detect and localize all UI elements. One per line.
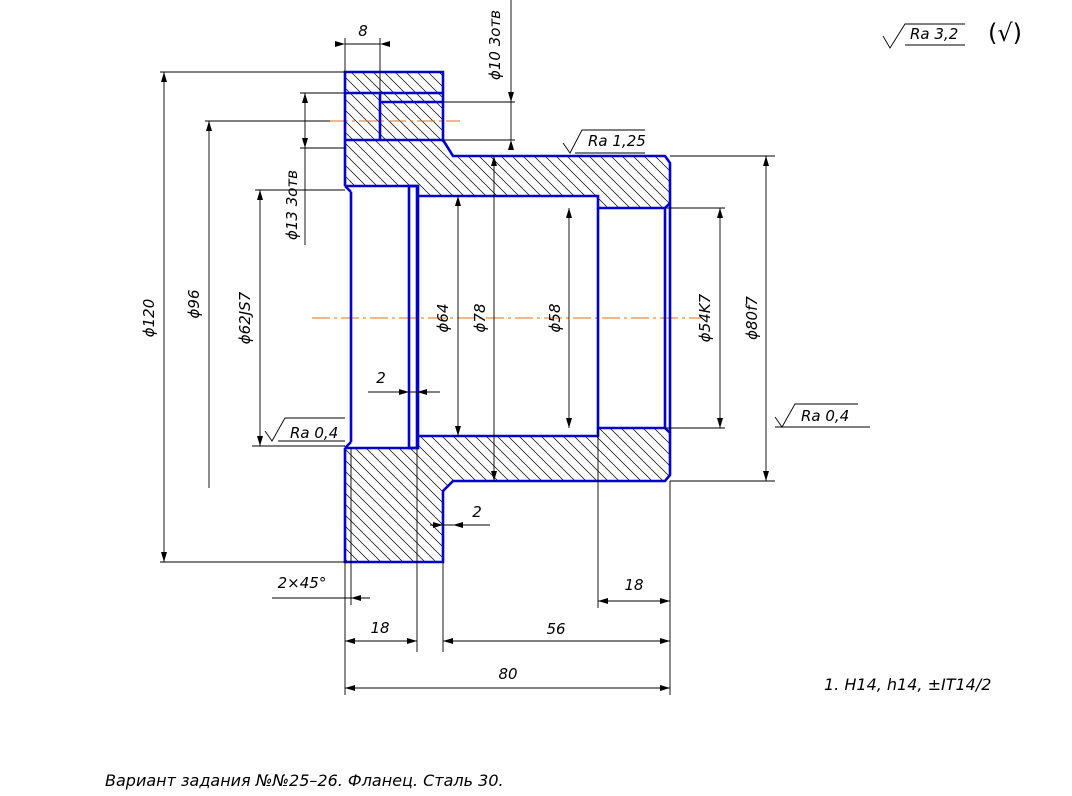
tolerance-note: 1. H14, h14, ±IT14/2 (824, 675, 991, 694)
arrowhead (455, 426, 461, 436)
dim-phi80: ϕ80f7 (743, 296, 761, 340)
ra-general-label: Ra 3,2 (910, 25, 958, 43)
dim-phi78: ϕ78 (471, 304, 489, 333)
arrowhead (717, 208, 723, 218)
dim-chamfer: 2×45° (278, 574, 327, 592)
dim-phi96: ϕ96 (185, 290, 203, 319)
arrowhead (717, 418, 723, 428)
arrowhead (455, 196, 461, 206)
arrowhead (660, 685, 670, 691)
dim-phi58: ϕ58 (546, 304, 564, 333)
arrowhead (345, 685, 355, 691)
arrowhead (660, 638, 670, 644)
dim-groove-2: 2 (376, 369, 386, 387)
ra-bore-left-label: Ra 0,4 (290, 424, 338, 442)
dim-phi10: ϕ10 3отв (486, 10, 504, 80)
arrowhead (161, 552, 167, 562)
dim-len-18-right: 18 (624, 576, 643, 594)
arrowhead (508, 140, 514, 150)
arrowhead (566, 418, 572, 428)
dim-len-18-left: 18 (370, 619, 389, 637)
dim-phi64: ϕ64 (434, 304, 452, 333)
arrowhead (399, 389, 409, 395)
dim-phi62: ϕ62JS7 (236, 291, 254, 344)
dimension-arrows (161, 41, 769, 691)
arrowhead (335, 41, 345, 47)
ra-general-suffix: (√) (988, 19, 1022, 47)
arrowhead (345, 638, 355, 644)
arrowhead (598, 598, 608, 604)
dim-undercut-2: 2 (472, 503, 482, 521)
arrowhead (380, 41, 390, 47)
arrowhead (351, 595, 361, 601)
dim-width-8: 8 (358, 22, 368, 40)
title-line: Вариант задания №№25–26. Фланец. Сталь 3… (105, 771, 504, 790)
arrowhead (433, 522, 443, 528)
dim-phi54: ϕ54K7 (696, 293, 714, 342)
roughness-symbols (264, 23, 965, 442)
arrowhead (566, 208, 572, 218)
arrowhead (257, 190, 263, 200)
arrowhead (491, 156, 497, 166)
arrowhead (660, 598, 670, 604)
arrowhead (257, 436, 263, 446)
dim-phi13: ϕ13 3отв (283, 170, 301, 240)
notes: 1. H14, h14, ±IT14/2 Вариант задания №№2… (105, 675, 991, 790)
dimension-lines (160, 0, 965, 695)
arrowhead (491, 471, 497, 481)
arrowhead (763, 156, 769, 166)
arrowhead (508, 92, 514, 102)
center-lines (312, 120, 702, 319)
arrowhead (161, 72, 167, 82)
arrowhead (206, 121, 212, 131)
arrowhead (453, 522, 463, 528)
arrowhead (417, 389, 427, 395)
dimension-texts: Ra 3,2 (√) Ra 1,25 Ra 0,4 Ra 0,4 ϕ120 ϕ9… (140, 10, 1022, 683)
dim-len-80: 80 (498, 665, 517, 683)
dim-len-56: 56 (546, 620, 565, 638)
ra-bore-right-label: Ra 0,4 (801, 407, 849, 425)
dim-phi120: ϕ120 (140, 299, 158, 338)
arrowhead (407, 638, 417, 644)
arrowhead (443, 638, 453, 644)
arrowhead (763, 471, 769, 481)
arrowhead (302, 138, 308, 148)
ra-top-label: Ra 1,25 (588, 132, 646, 150)
part-contour (343, 70, 672, 564)
arrowhead (302, 93, 308, 103)
